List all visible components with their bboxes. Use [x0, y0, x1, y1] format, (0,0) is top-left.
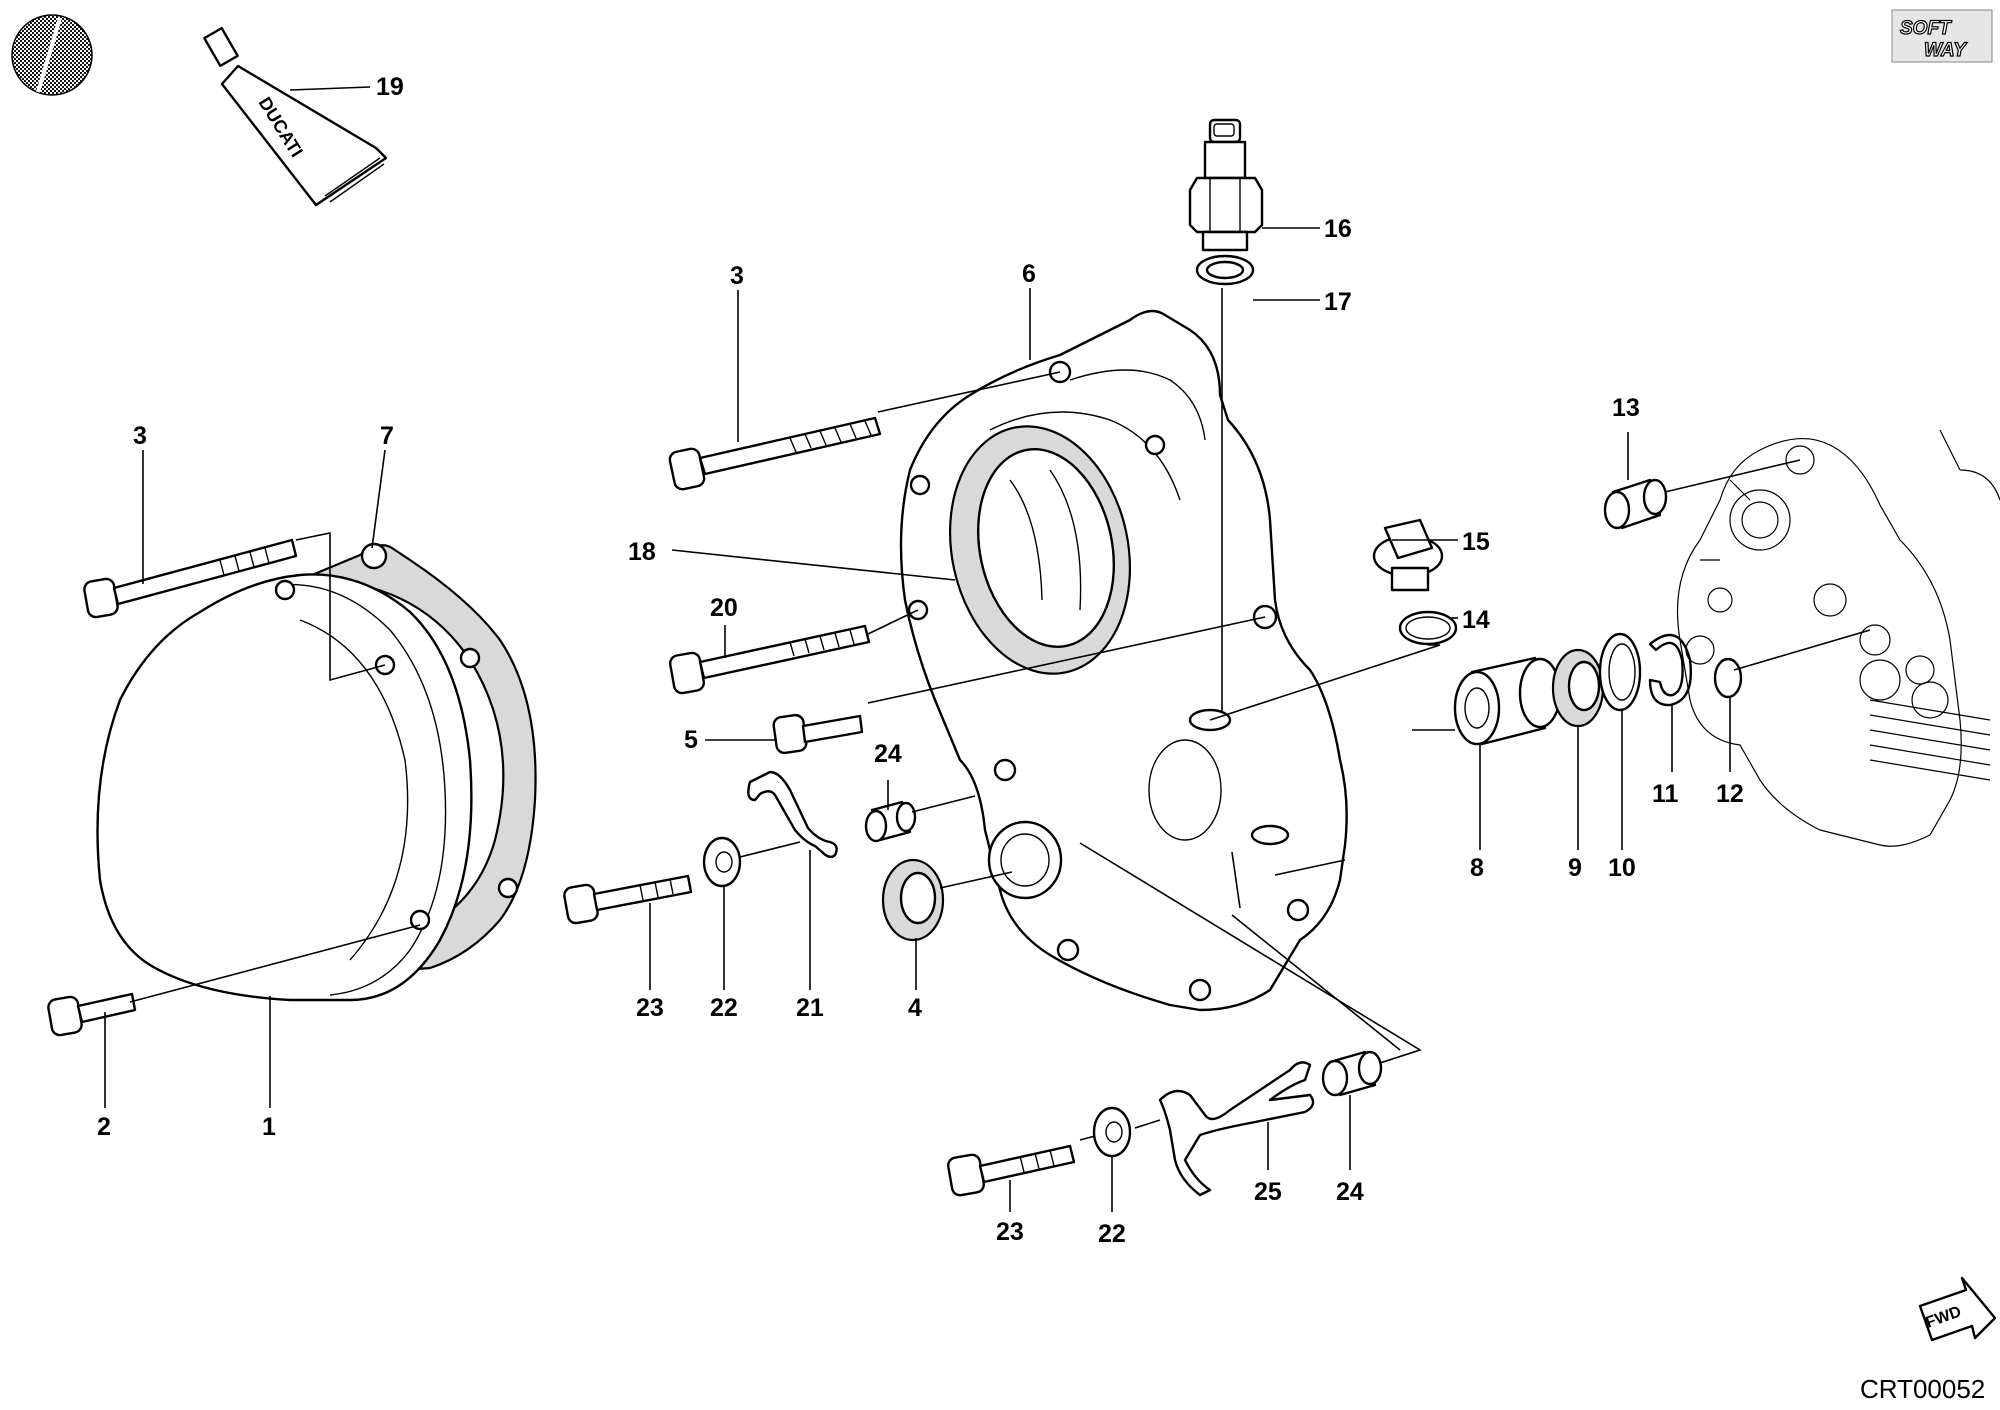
- washer-10: [1598, 632, 1642, 712]
- callout-18: 18: [628, 538, 656, 566]
- callout-23: 23: [636, 994, 664, 1022]
- oil-seal-18: [948, 425, 1132, 675]
- callout-10: 10: [1608, 854, 1636, 882]
- svg-text:WAY: WAY: [1924, 40, 1968, 61]
- callout-11: 11: [1652, 780, 1679, 808]
- gasket-7: [299, 542, 537, 977]
- seal-9: [1551, 648, 1605, 728]
- screw-5-short: [772, 713, 864, 755]
- callout-16: 16: [1324, 215, 1352, 243]
- callout-23: 23: [996, 1218, 1024, 1246]
- callout-2: 2: [97, 1113, 111, 1141]
- clip-21: [747, 770, 838, 859]
- leader-lines: [104, 86, 1871, 1212]
- svg-text:SOFT: SOFT: [1900, 18, 1952, 39]
- callout-20: 20: [710, 594, 738, 622]
- temperature-sensor-16: [1188, 118, 1264, 252]
- callout-labels: 19 16 17 3 6 3 7 13 18 15 20 14 5 24 11 …: [97, 73, 1744, 1248]
- oil-filler-plug-15: [1372, 518, 1444, 592]
- dowel-24-upper: [864, 800, 917, 843]
- dowel-24-lower: [1321, 1050, 1383, 1097]
- callout-7: 7: [380, 422, 394, 450]
- callout-15: 15: [1462, 528, 1490, 556]
- drawing-code: CRT00052: [1860, 1374, 1985, 1404]
- callout-4: 4: [908, 994, 922, 1022]
- sealing-washer-17: [1195, 254, 1255, 286]
- forward-arrow-icon: FWD: [1918, 1276, 1997, 1342]
- screw-23-lower: [947, 1144, 1076, 1197]
- clutch-cover-1: [96, 573, 473, 1002]
- callout-21: 21: [796, 994, 824, 1022]
- callout-6: 6: [1022, 260, 1036, 288]
- brand-logo: SOFT WAY: [1891, 9, 1993, 63]
- callout-24: 24: [1336, 1178, 1364, 1206]
- crankcase-outline: [1676, 429, 2000, 847]
- seal-4: [881, 858, 945, 942]
- callout-25: 25: [1254, 1178, 1282, 1206]
- clip-25: [1158, 1061, 1315, 1197]
- callout-9: 9: [1568, 854, 1582, 882]
- sealant-tube-19: DUCATI: [203, 26, 388, 207]
- callout-5: 5: [684, 726, 698, 754]
- screw-20: [668, 624, 871, 695]
- callout-22: 22: [710, 994, 738, 1022]
- callout-14: 14: [1462, 606, 1490, 634]
- callout-24: 24: [874, 740, 902, 768]
- washer-22-lower: [1092, 1106, 1132, 1158]
- callout-13: 13: [1612, 394, 1640, 422]
- callout-3: 3: [133, 422, 147, 450]
- dowel-13: [1603, 478, 1668, 530]
- o-ring-14: [1398, 610, 1458, 646]
- screw-23-upper: [563, 874, 693, 925]
- hatched-disc-icon: [11, 14, 93, 96]
- crankcase-cover-6: [899, 309, 1348, 1012]
- screw-3-long: [668, 416, 882, 491]
- washer-22-upper: [702, 836, 742, 888]
- screw-2: [47, 992, 137, 1037]
- callout-1: 1: [262, 1113, 276, 1141]
- screw-3-left: [83, 538, 298, 619]
- o-ring-12: [1713, 657, 1743, 699]
- callout-22: 22: [1098, 1220, 1126, 1248]
- callout-17: 17: [1324, 288, 1352, 316]
- callout-8: 8: [1470, 854, 1484, 882]
- callout-12: 12: [1716, 780, 1744, 808]
- callout-3: 3: [730, 262, 744, 290]
- bushing-8: [1453, 656, 1562, 746]
- callout-19: 19: [376, 73, 404, 101]
